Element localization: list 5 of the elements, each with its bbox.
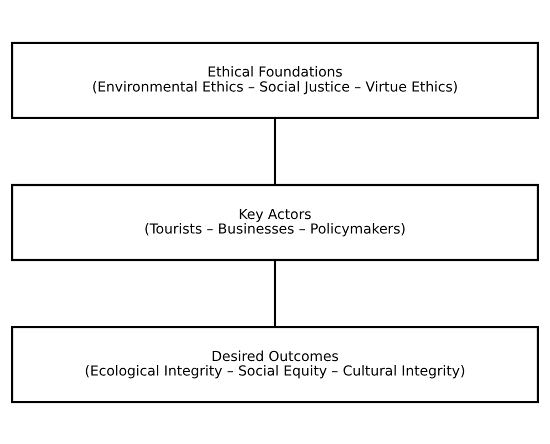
connector xyxy=(274,260,276,327)
node-box: Desired Outcomes (Ecological Integrity – Social Equity – Cultural Integrity) xyxy=(11,326,539,403)
node-box: Key Actors (Tourists – Businesses – Policymakers) xyxy=(11,183,539,261)
node-box: Ethical Foundations (Environmental Ethics – Social Justice – Virtue Ethics) xyxy=(11,41,539,118)
connector xyxy=(274,118,276,184)
